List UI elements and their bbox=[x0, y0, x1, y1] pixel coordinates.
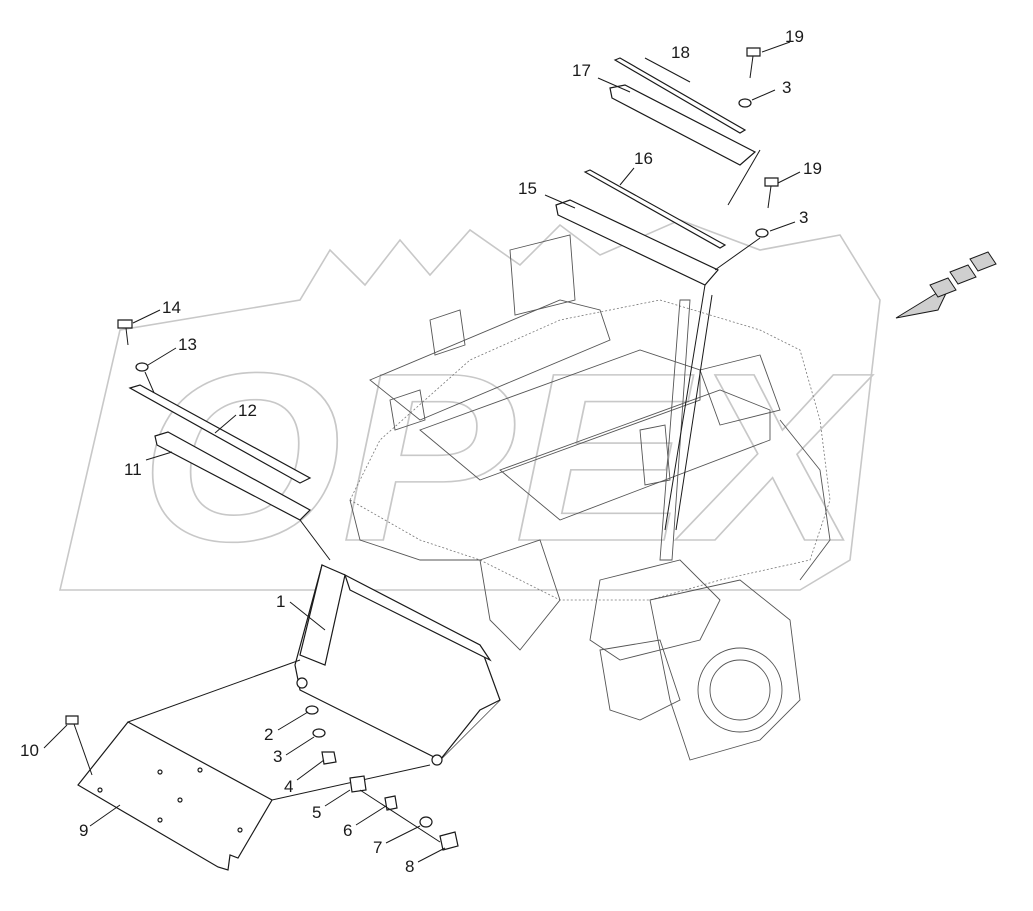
part-18-strip bbox=[613, 57, 747, 134]
bolt-10 bbox=[65, 715, 93, 776]
callout-6: 6 bbox=[343, 821, 352, 840]
callout-18: 18 bbox=[671, 43, 690, 62]
spacer-6 bbox=[384, 795, 398, 811]
callout-1: 1 bbox=[276, 592, 285, 611]
callout-15: 15 bbox=[518, 179, 537, 198]
callout-9: 9 bbox=[79, 821, 88, 840]
part-9-plate bbox=[77, 721, 273, 871]
washer-3-lower bbox=[755, 228, 769, 238]
callout-5: 5 bbox=[312, 803, 321, 822]
part-11-plate bbox=[154, 431, 311, 521]
callout-19-upper: 19 bbox=[785, 27, 804, 46]
callout-14: 14 bbox=[162, 298, 181, 317]
front-direction-arrow-icon bbox=[895, 251, 997, 319]
callout-7: 7 bbox=[373, 838, 382, 857]
callout-4: 4 bbox=[284, 777, 293, 796]
callout-3-right: 3 bbox=[799, 208, 808, 227]
callout-labels: 1 2 3 3 3 4 5 6 7 8 9 10 11 12 13 14 15 … bbox=[20, 27, 822, 876]
washer-13 bbox=[135, 362, 149, 372]
callout-10: 10 bbox=[20, 741, 39, 760]
part-12-strip bbox=[128, 384, 312, 484]
callout-3-middle: 3 bbox=[273, 747, 282, 766]
callout-16: 16 bbox=[634, 149, 653, 168]
washer-3-middle bbox=[312, 728, 326, 738]
callout-2: 2 bbox=[264, 725, 273, 744]
part-16-strip bbox=[583, 169, 727, 249]
callout-3-upper: 3 bbox=[782, 78, 791, 97]
nut-4 bbox=[321, 751, 337, 765]
part-1-guard bbox=[294, 564, 501, 766]
callout-13: 13 bbox=[178, 335, 197, 354]
callout-17: 17 bbox=[572, 61, 591, 80]
chassis-frame bbox=[349, 234, 831, 761]
callout-19-lower: 19 bbox=[803, 159, 822, 178]
bolt-19-upper bbox=[746, 47, 761, 79]
part-17-plate bbox=[609, 84, 757, 166]
watermark: OPEX bbox=[58, 219, 881, 592]
part-15-plate bbox=[555, 199, 719, 286]
bolt-19-lower bbox=[764, 177, 779, 209]
bolt-8 bbox=[359, 789, 459, 851]
washer-2 bbox=[305, 705, 319, 715]
bolt-14 bbox=[117, 319, 133, 346]
washer-3-upper bbox=[738, 98, 752, 108]
nut-5 bbox=[349, 775, 367, 793]
washer-7 bbox=[419, 816, 433, 828]
callout-11: 11 bbox=[124, 460, 142, 479]
callout-8: 8 bbox=[405, 857, 414, 876]
callout-12: 12 bbox=[238, 401, 257, 420]
gear-watermark-icon bbox=[58, 219, 881, 591]
callout-leaders bbox=[43, 41, 801, 863]
